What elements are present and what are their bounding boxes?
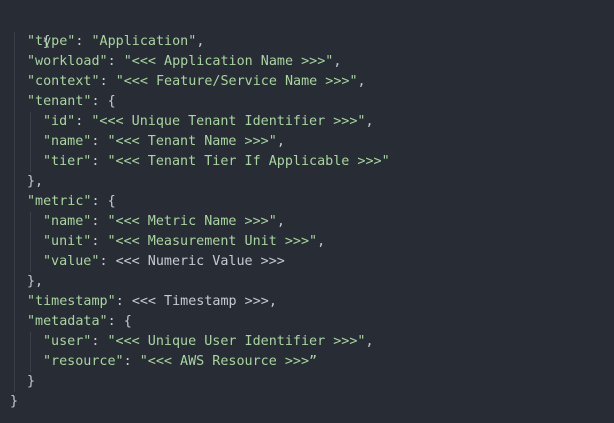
key-metric-name: "name" [43,214,92,229]
value-metric-name: "<<< Metric Name >>>" [107,214,277,229]
key-workload: "workload" [27,54,108,69]
code-line-tenant-id: "id": "<<< Unique Tenant Identifier >>>"… [43,114,374,129]
code-line-type: "type": "Application", [27,34,205,49]
key-metadata-user: "user" [43,334,92,349]
key-tenant-name: "name" [43,134,92,149]
value-metric-value: <<< Numeric Value >>> [115,254,285,269]
code-line-metadata-resource: "resource": "<<< AWS Resource >>>” [43,354,318,369]
code-line-metric-value: "value": <<< Numeric Value >>> [43,254,285,269]
key-context: "context" [27,74,100,89]
value-workload: "<<< Application Name >>>" [123,54,334,69]
code-line-open-brace: { [10,12,50,49]
value-tenant-name: "<<< Tenant Name >>>" [107,134,277,149]
code-line-context: "context": "<<< Feature/Service Name >>>… [27,74,366,89]
code-line-metric-unit: "unit": "<<< Measurement Unit >>>", [43,234,326,249]
code-line-metadata-user: "user": "<<< Unique User Identifier >>>"… [43,334,374,349]
code-line-tenant-name: "name": "<<< Tenant Name >>>", [43,134,285,149]
indent-guide-level-1 [14,32,15,392]
indent-guide-tenant [30,112,31,172]
code-line-tenant-close: }, [27,172,43,192]
key-timestamp: "timestamp" [27,294,116,309]
code-line-workload: "workload": "<<< Application Name >>>", [27,54,342,69]
code-line-close-brace: } [10,392,18,412]
value-metadata-resource: "<<< AWS Resource >>>” [139,354,318,369]
key-metadata: "metadata" [27,314,108,329]
code-line-metadata-close: } [27,372,35,392]
close-brace-metric: }, [27,274,44,289]
indent-guide-metric [30,212,31,272]
code-line-metric-name: "name": "<<< Metric Name >>>", [43,214,285,229]
close-brace-metadata: } [27,374,36,389]
value-tenant-tier: "<<< Tenant Tier If Applicable >>>" [107,154,390,169]
code-line-tenant-open: "tenant": { [27,94,116,109]
indent-guide-metadata [30,332,31,372]
value-metadata-user: "<<< Unique User Identifier >>>" [107,334,366,349]
open-brace: { [42,34,51,49]
code-line-timestamp: "timestamp": <<< Timestamp >>>, [27,294,277,309]
code-line-tenant-tier: "tier": "<<< Tenant Tier If Applicable >… [43,154,390,169]
close-brace: } [10,394,19,409]
key-tenant-id: "id" [43,114,76,129]
code-line-metric-close: }, [27,272,43,292]
value-tenant-id: "<<< Unique Tenant Identifier >>>" [91,114,366,129]
key-metric-unit: "unit" [43,234,92,249]
close-brace-tenant: }, [27,174,44,189]
value-context: "<<< Feature/Service Name >>>" [115,74,358,89]
key-type: "type" [27,34,76,49]
code-line-metric-open: "metric": { [27,194,116,209]
value-metric-unit: "<<< Measurement Unit >>>" [107,234,318,249]
key-metric: "metric" [27,194,92,209]
key-metadata-resource: "resource" [43,354,124,369]
value-timestamp: <<< Timestamp >>> [131,294,269,309]
key-tenant: "tenant" [27,94,92,109]
value-type: "Application" [91,34,197,49]
key-tenant-tier: "tier" [43,154,92,169]
code-line-metadata-open: "metadata": { [27,314,132,329]
key-metric-value: "value" [43,254,100,269]
